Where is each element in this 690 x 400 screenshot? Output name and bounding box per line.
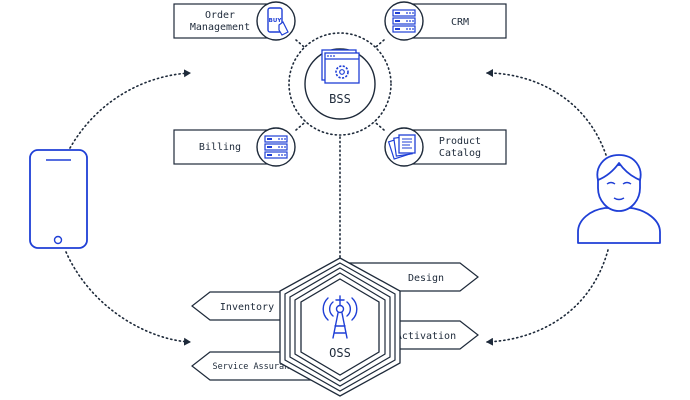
- activation-label: Activation: [396, 331, 456, 342]
- svg-text:BUY: BUY: [269, 18, 283, 24]
- browser-gear-icon: [321, 49, 360, 84]
- connector-bss-order: [295, 39, 311, 53]
- bss-label: BSS: [329, 92, 351, 106]
- product-catalog-label-line2: Catalog: [439, 148, 481, 159]
- service-assurance-label: Service Assurance: [213, 362, 300, 372]
- connector-user-to-oss: [486, 249, 609, 346]
- order-management-label-line1: Order: [205, 10, 235, 21]
- connector-device-to-oss: [65, 251, 191, 346]
- smartphone-icon[interactable]: [29, 149, 88, 249]
- connector-bss-catalog: [369, 117, 385, 131]
- module-order-management[interactable]: Order Management: [173, 3, 275, 39]
- user-avatar-icon[interactable]: [577, 154, 661, 244]
- connector-bss-crm: [369, 39, 385, 53]
- connector-bss-billing: [295, 117, 311, 131]
- connector-device-to-bss: [69, 69, 191, 149]
- connectors: [65, 39, 609, 346]
- bss-hub[interactable]: BSS: [288, 32, 392, 136]
- product-catalog-label-line1: Product: [439, 136, 481, 147]
- inventory-label: Inventory: [220, 302, 274, 313]
- order-management-label-line2: Management: [190, 22, 250, 33]
- catalog-documents-icon: [384, 127, 424, 167]
- design-label: Design: [408, 273, 444, 284]
- oss-label: OSS: [329, 346, 351, 360]
- server-rack-icon: [384, 1, 424, 41]
- billing-label: Billing: [199, 142, 241, 153]
- crm-label: CRM: [451, 17, 469, 28]
- connector-user-to-bss: [486, 69, 607, 156]
- cell-tower-icon: [322, 295, 358, 339]
- oss-hub[interactable]: OSS: [279, 257, 401, 397]
- server-rack-icon: [256, 127, 296, 167]
- buy-phone-icon: BUY: [256, 1, 296, 41]
